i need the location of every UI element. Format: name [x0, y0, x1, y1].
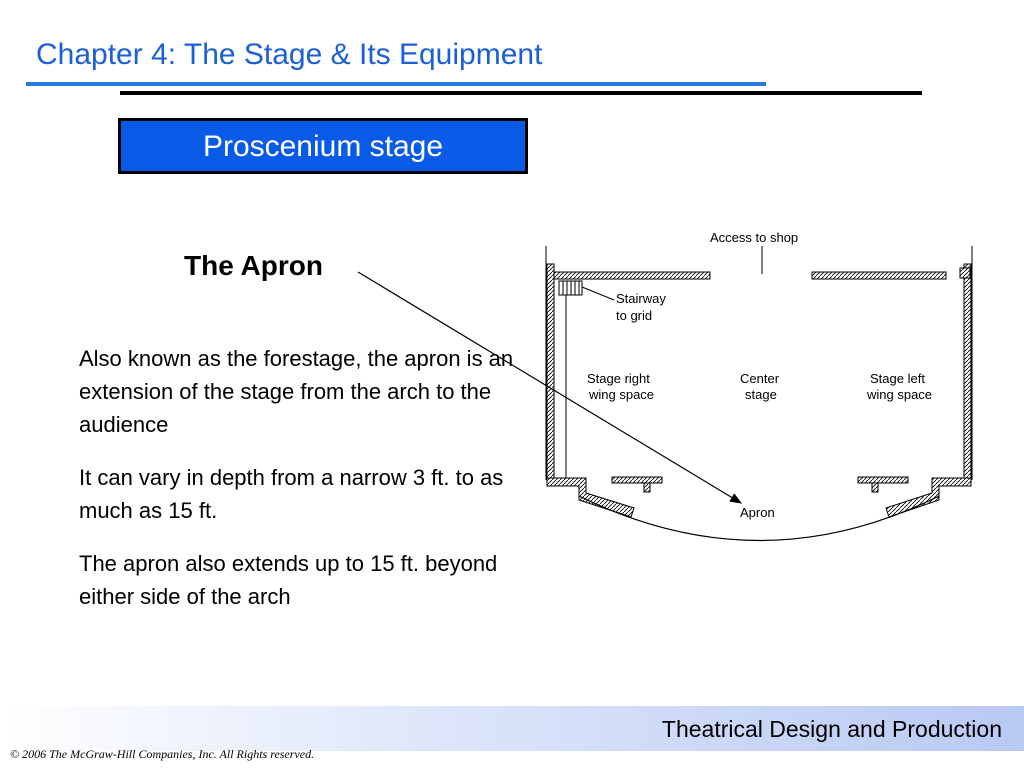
label-stage-left-2: wing space	[866, 387, 932, 402]
title-underline-black	[120, 91, 922, 95]
label-apron: Apron	[740, 505, 775, 520]
upstage-wall-left	[553, 271, 711, 280]
stairway-icon	[558, 280, 583, 296]
label-stage-right-2: wing space	[588, 387, 654, 402]
house-wall-left	[546, 477, 635, 518]
arch-left-stub	[643, 482, 651, 493]
stairway-treads	[562, 281, 580, 295]
stairway-pointer	[581, 286, 615, 301]
house-wall-right	[885, 477, 972, 518]
arch-right	[857, 476, 909, 484]
apron-heading: The Apron	[184, 250, 323, 281]
paragraph-definition: Also known as the forestage, the apron i…	[79, 346, 514, 437]
section-banner: Proscenium stage	[118, 118, 528, 174]
label-center-1: Center	[740, 371, 780, 386]
course-title: Theatrical Design and Production	[661, 716, 1002, 742]
copyright-notice: © 2006 The McGraw-Hill Companies, Inc. A…	[10, 747, 315, 761]
side-wall-left	[546, 263, 555, 481]
label-stairway-2: to grid	[616, 308, 652, 323]
footer-band	[0, 706, 1024, 751]
label-access: Access to shop	[710, 230, 798, 245]
slide-title: Chapter 4: The Stage & Its Equipment	[36, 38, 543, 71]
apron-edge	[578, 495, 940, 542]
label-center-2: stage	[745, 387, 777, 402]
upstage-wall-right	[811, 271, 947, 280]
corner-post-right	[959, 267, 971, 279]
side-wall-right	[963, 263, 972, 481]
label-stage-left-1: Stage left	[870, 371, 925, 386]
paragraph-depth: It can vary in depth from a narrow 3 ft.…	[79, 465, 504, 523]
paragraph-width: The apron also extends up to 15 ft. beyo…	[79, 551, 498, 609]
label-stage-right-1: Stage right	[587, 371, 650, 386]
title-underline-blue	[26, 82, 766, 86]
body-text: Also known as the forestage, the apron i…	[79, 342, 519, 633]
arch-right-stub	[871, 482, 879, 493]
arch-left	[611, 476, 663, 484]
label-stairway-1: Stairway	[616, 291, 666, 306]
